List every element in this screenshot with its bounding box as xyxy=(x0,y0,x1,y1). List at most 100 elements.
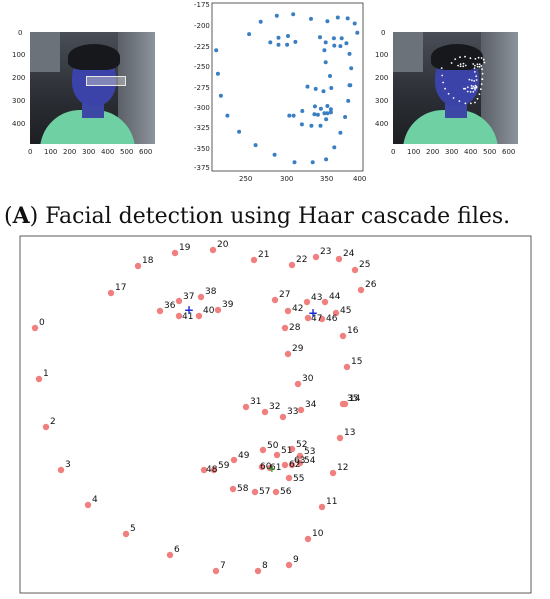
landmark-label: 29 xyxy=(292,344,304,354)
landmark-label: 33 xyxy=(287,407,298,417)
landmark-label: 13 xyxy=(344,428,355,438)
scatter-point xyxy=(322,48,327,53)
x-tick: 100 xyxy=(407,148,421,156)
landmark-label: 56 xyxy=(280,487,292,497)
x-tick: 350 xyxy=(320,175,334,183)
y-tick: 100 xyxy=(12,51,26,59)
scatter-point xyxy=(318,35,322,40)
x-tick: 500 xyxy=(483,148,497,156)
y-tick: -300 xyxy=(194,104,210,112)
landmark-point xyxy=(258,463,266,471)
landmark-point xyxy=(303,298,311,306)
landmark-point xyxy=(294,380,302,388)
scatter-point xyxy=(318,106,323,111)
landmark-point xyxy=(284,350,292,358)
scatter-point xyxy=(268,40,273,45)
landmark-diagram-frame xyxy=(19,235,532,594)
overlay-dot xyxy=(470,102,472,105)
landmark-point xyxy=(156,307,164,315)
left-driver-photo xyxy=(30,32,155,144)
landmark-label: 16 xyxy=(347,326,359,336)
overlay-dot xyxy=(481,78,483,80)
overlay-dot xyxy=(474,87,477,89)
scatter-point xyxy=(324,157,329,162)
landmark-point xyxy=(209,246,217,254)
overlay-dot xyxy=(469,91,472,93)
overlay-dot xyxy=(447,92,450,95)
landmark-scatter-plot xyxy=(211,2,364,172)
scatter-point xyxy=(291,12,296,17)
landmark-label: 57 xyxy=(259,487,270,497)
scatter-point xyxy=(305,84,310,89)
landmark-point xyxy=(339,400,347,408)
landmark-label: 59 xyxy=(218,461,230,471)
overlay-dot xyxy=(441,74,444,77)
overlay-dot xyxy=(459,63,462,65)
overlay-dot xyxy=(472,63,475,65)
y-tick: 400 xyxy=(375,120,389,128)
overlay-dot xyxy=(473,80,476,82)
landmark-point xyxy=(285,474,293,482)
scatter-point xyxy=(328,107,333,112)
landmark-label: 24 xyxy=(343,249,355,259)
landmark-point xyxy=(212,567,220,575)
scatter-point xyxy=(309,123,314,128)
landmark-point xyxy=(272,488,280,496)
landmark-label: 0 xyxy=(39,318,45,328)
scatter-point xyxy=(225,113,230,118)
overlay-dot xyxy=(476,65,479,68)
x-tick: 0 xyxy=(391,148,396,156)
y-tick: -275 xyxy=(194,84,210,92)
landmark-label: 7 xyxy=(220,561,226,571)
x-tick: 400 xyxy=(353,175,367,183)
overlay-dot xyxy=(468,78,471,81)
scatter-point xyxy=(332,43,337,48)
landmark-point xyxy=(242,403,250,411)
overlay-dot xyxy=(475,79,478,81)
y-tick: -375 xyxy=(194,164,210,172)
scatter-point xyxy=(237,129,242,134)
overlay-dot xyxy=(464,64,467,67)
landmark-point xyxy=(279,413,287,421)
landmark-label: 39 xyxy=(222,300,234,310)
landmark-label: 49 xyxy=(238,451,250,461)
y-tick: 400 xyxy=(12,120,26,128)
overlay-dot xyxy=(478,93,481,95)
landmark-label: 35 xyxy=(347,394,358,404)
eye-center-marker: + xyxy=(308,306,318,320)
landmark-label: 28 xyxy=(289,323,301,333)
landmark-label: 44 xyxy=(329,292,341,302)
x-tick: 600 xyxy=(139,148,153,156)
scatter-points xyxy=(214,12,360,165)
landmark-label: 27 xyxy=(279,290,290,300)
landmark-point xyxy=(273,451,281,459)
landmark-label: 8 xyxy=(262,561,268,571)
landmark-point xyxy=(318,315,326,323)
scatter-point xyxy=(335,15,340,20)
overlay-dot xyxy=(478,65,481,68)
scatter-point xyxy=(299,122,304,127)
landmark-label: 51 xyxy=(281,446,292,456)
y-tick: 0 xyxy=(381,29,386,37)
overlay-dot xyxy=(473,67,476,69)
overlay-dot xyxy=(472,85,475,88)
scatter-point xyxy=(331,36,336,41)
landmark-point xyxy=(195,312,203,320)
overlay-dot xyxy=(470,84,473,87)
landmark-label: 17 xyxy=(115,283,126,293)
landmark-label: 14 xyxy=(349,394,361,404)
x-tick: 200 xyxy=(426,148,440,156)
landmark-point xyxy=(42,423,50,431)
landmark-label: 9 xyxy=(293,555,299,565)
overlay-dot xyxy=(476,63,479,66)
landmark-point xyxy=(332,309,340,317)
overlay-dot xyxy=(472,91,475,93)
landmark-point xyxy=(171,249,179,257)
scatter-point xyxy=(258,19,263,24)
y-tick: -175 xyxy=(194,1,210,9)
landmark-point xyxy=(321,298,329,306)
scatter-point xyxy=(328,74,332,78)
landmark-point xyxy=(296,459,304,467)
landmark-point xyxy=(261,408,269,416)
landmark-label: 46 xyxy=(326,314,338,324)
